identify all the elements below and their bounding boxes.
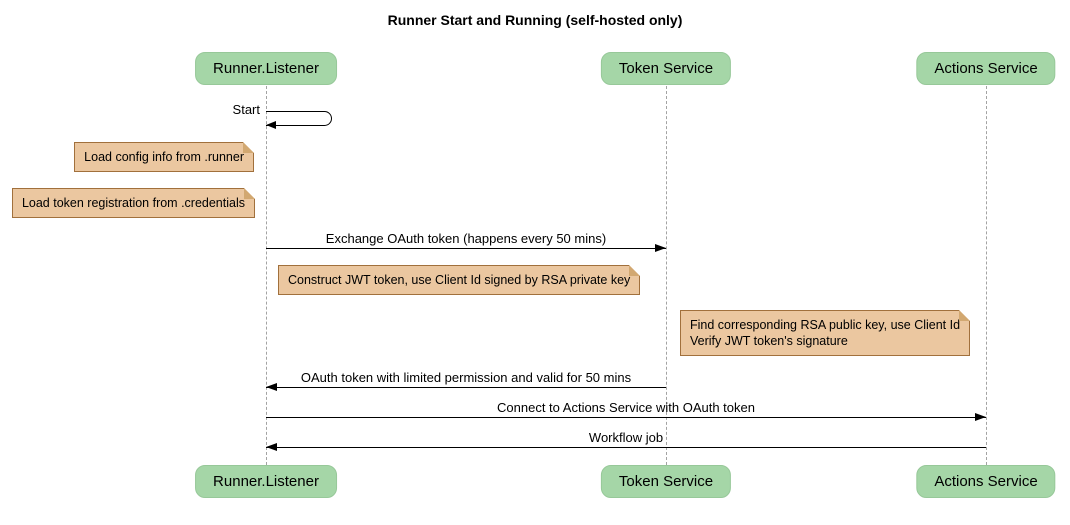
participant-actions-service-top: Actions Service xyxy=(916,52,1056,85)
participant-runner-listener-top: Runner.Listener xyxy=(195,52,337,85)
lifeline-token-service xyxy=(665,86,667,465)
note-construct-jwt: Construct JWT token, use Client Id signe… xyxy=(278,265,641,295)
participant-token-service-top: Token Service xyxy=(600,52,732,85)
message-arrowhead-exchange-oauth-icon xyxy=(655,244,666,252)
note-verify-jwt: Find corresponding RSA public key, use C… xyxy=(680,310,971,356)
message-label-oauth-token: OAuth token with limited permission and … xyxy=(300,370,632,385)
message-label-workflow-job: Workflow job xyxy=(588,430,664,445)
participant-token-service-bottom: Token Service xyxy=(600,465,732,498)
lifeline-actions-service xyxy=(985,86,987,465)
note-load-config: Load config info from .runner xyxy=(74,142,254,172)
participant-actions-service-bottom: Actions Service xyxy=(916,465,1056,498)
lifeline-runner-listener xyxy=(265,86,267,465)
note-load-token-registration: Load token registration from .credential… xyxy=(11,188,256,218)
self-message-loop xyxy=(266,111,332,126)
message-arrowhead-workflow-job-icon xyxy=(266,443,277,451)
diagram-title: Runner Start and Running (self-hosted on… xyxy=(387,12,683,28)
message-label-connect-actions: Connect to Actions Service with OAuth to… xyxy=(497,400,755,415)
message-line-exchange-oauth xyxy=(266,248,666,249)
message-line-oauth-token xyxy=(266,387,666,388)
self-message-arrowhead-icon xyxy=(266,121,276,129)
message-line-connect-actions xyxy=(266,417,986,418)
self-message-label: Start xyxy=(232,102,260,117)
message-label-exchange-oauth: Exchange OAuth token (happens every 50 m… xyxy=(325,231,607,246)
message-arrowhead-oauth-token-icon xyxy=(266,383,277,391)
participant-runner-listener-bottom: Runner.Listener xyxy=(195,465,337,498)
message-line-workflow-job xyxy=(266,447,986,448)
message-arrowhead-connect-actions-icon xyxy=(975,413,986,421)
